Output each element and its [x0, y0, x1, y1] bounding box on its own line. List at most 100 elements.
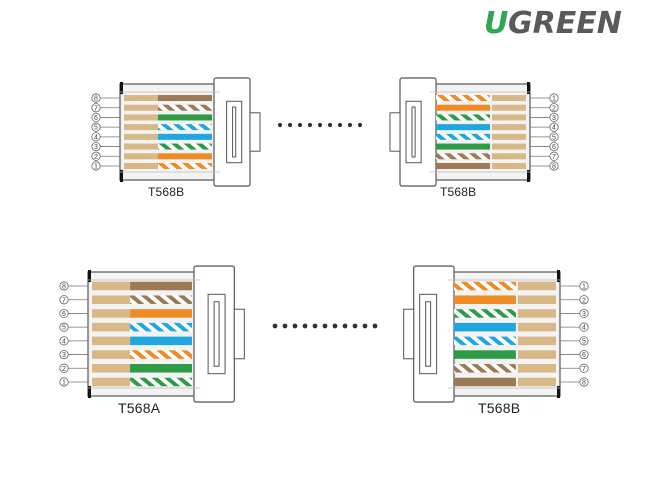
pin-contact [92, 377, 131, 387]
pin-number: 5 [582, 338, 586, 345]
pin-number: 6 [552, 144, 556, 151]
wire-green-striped [130, 377, 192, 387]
pin-contact [517, 281, 556, 291]
plug-cap-top [88, 270, 91, 282]
plug-latch-inner [425, 301, 432, 367]
pin-number: 5 [552, 134, 556, 141]
pin-bubble [549, 161, 559, 171]
pin-number: 1 [62, 380, 66, 387]
link-dot [297, 122, 303, 128]
logo-letter-u: U [484, 6, 508, 41]
pin-bubble [59, 377, 69, 387]
pin-number: 5 [62, 325, 66, 332]
pin-contact [124, 143, 158, 150]
plug-cap-bottom [557, 386, 560, 398]
pin-bubble [91, 93, 101, 103]
pin-number: 6 [62, 311, 66, 318]
plug-cap-top [557, 270, 560, 282]
pin-bubble [59, 281, 69, 291]
pin-contact [92, 295, 131, 304]
pin-number: 1 [552, 96, 556, 103]
pin-number: 1 [94, 164, 98, 171]
pin-number: 7 [94, 105, 98, 112]
pin-number: 2 [94, 154, 98, 161]
pin-contact [92, 364, 131, 373]
link-dot [292, 323, 298, 329]
pin-bubble [549, 112, 559, 123]
plug-latch-inner [411, 106, 416, 158]
wire-orange-striped [454, 281, 516, 291]
plug-cap-bottom [527, 170, 530, 182]
label-top-left: T568B [148, 185, 185, 199]
pin-contact [92, 309, 131, 318]
pin-bubble [579, 308, 589, 319]
pin-number: 8 [94, 96, 98, 103]
pin-bubble [91, 161, 101, 171]
wire-blue-striped [130, 322, 192, 332]
pin-bubble [579, 349, 589, 360]
pin-bubble [91, 122, 101, 132]
wire-orange-solid [436, 104, 490, 111]
link-dot [307, 122, 313, 128]
pin-number: 7 [552, 154, 556, 161]
pin-number: 6 [94, 115, 98, 122]
pin-contact [517, 350, 556, 359]
wire-blue-striped [436, 133, 490, 140]
pin-bubble [59, 349, 69, 360]
plug-cap-bottom [120, 170, 123, 182]
pin-number: 8 [552, 164, 556, 171]
pin-bubble [549, 93, 559, 103]
pin-number: 4 [582, 325, 586, 332]
wire-orange-striped [436, 94, 490, 102]
pin-contact [124, 124, 158, 131]
cable-stub [249, 112, 261, 152]
pin-contact [92, 350, 131, 359]
pin-number: 3 [552, 115, 556, 122]
pin-bubble [59, 308, 69, 319]
ugreen-logo-graphic: U GREEN [484, 6, 622, 41]
pin-bubble [579, 281, 589, 291]
pin-bubble [549, 141, 559, 152]
pin-contact [492, 114, 526, 121]
pin-number: 7 [582, 366, 586, 373]
pin-contact [517, 336, 556, 346]
wire-blue-solid [130, 336, 192, 346]
plug-cap-top [527, 82, 530, 94]
dotted-links [272, 122, 378, 329]
pin-number: 7 [62, 297, 66, 304]
link-dot [327, 122, 333, 128]
pin-contact [124, 94, 158, 102]
pin-number: 2 [62, 366, 66, 373]
pin-number: 1 [582, 284, 586, 291]
link-dot [312, 323, 318, 329]
pin-number: 6 [582, 352, 586, 359]
label-bottom-right: T568B [478, 400, 521, 416]
pin-number: 8 [582, 380, 586, 387]
pin-bubble [91, 141, 101, 152]
link-dot [342, 323, 348, 329]
link-dot [302, 323, 308, 329]
plug-body [447, 271, 561, 397]
wire-brown-solid [158, 94, 212, 102]
wire-brown-striped [130, 295, 192, 304]
pin-bubble [579, 295, 589, 305]
plug-cap-top [120, 82, 123, 94]
wire-brown-striped [436, 153, 490, 160]
pin-number: 4 [94, 134, 98, 141]
link-dot [272, 323, 278, 329]
plug-latch-inner [213, 301, 220, 367]
wire-brown-striped [454, 364, 516, 373]
wire-green-striped [454, 309, 516, 318]
pin-contact [124, 104, 158, 111]
pin-bubble [549, 122, 559, 132]
pin-contact [92, 336, 131, 346]
pin-number: 2 [552, 105, 556, 112]
link-dot [357, 122, 363, 128]
pin-bubble [549, 103, 559, 113]
pin-contact [517, 322, 556, 332]
pin-bubble [579, 377, 589, 387]
